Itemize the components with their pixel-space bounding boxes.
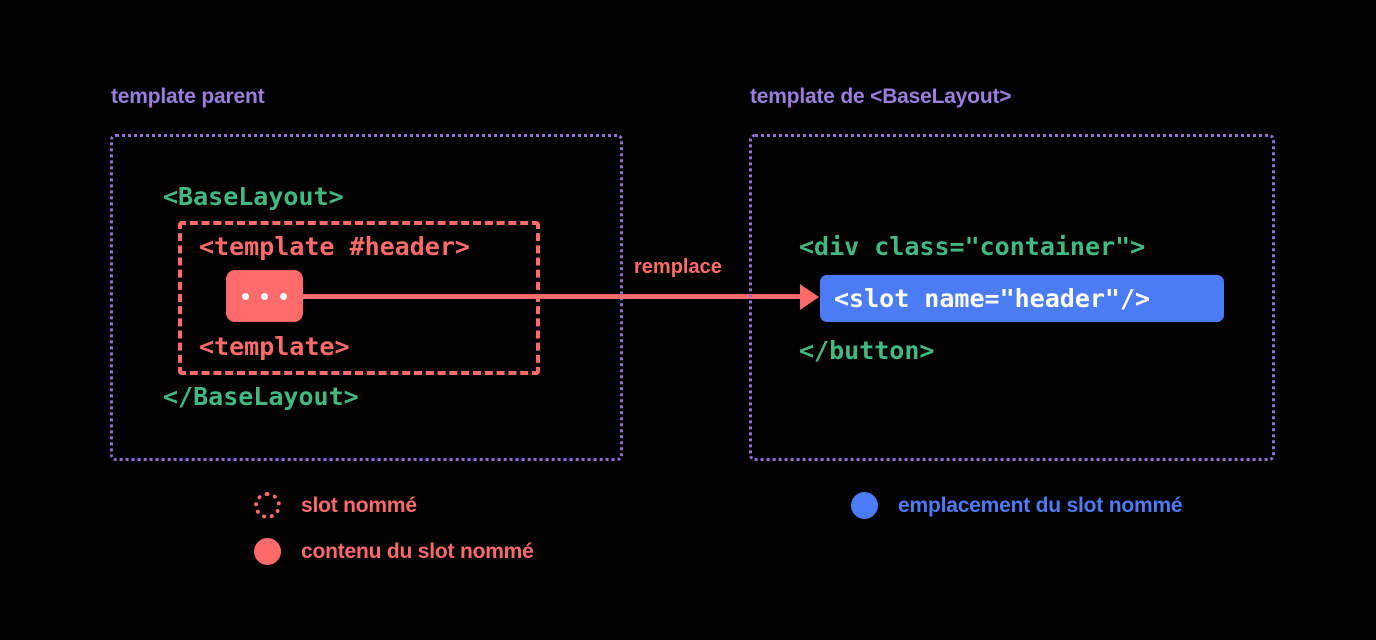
ellipsis-dot-icon	[280, 292, 287, 300]
code-template-close-tag: <template>	[199, 332, 350, 361]
baselayout-template-panel	[749, 134, 1275, 461]
legend-label-named-slot-content: contenu du slot nommé	[301, 539, 534, 563]
code-baselayout-open-tag: <BaseLayout>	[163, 182, 344, 211]
named-slot-content-chip	[226, 270, 303, 322]
filled-circle-icon	[254, 538, 281, 565]
legend-item-named-slot: slot nommé	[254, 492, 417, 519]
arrow-right-icon	[800, 284, 819, 310]
code-baselayout-close-tag: </BaseLayout>	[163, 382, 359, 411]
dotted-circle-icon	[254, 492, 281, 519]
right-panel-title: template de <BaseLayout>	[750, 85, 1012, 108]
code-button-close-tag: </button>	[799, 336, 935, 365]
legend-item-named-slot-content: contenu du slot nommé	[254, 538, 534, 565]
ellipsis-dot-icon	[242, 292, 249, 300]
ellipsis-dot-icon	[261, 292, 268, 300]
code-div-container-open-tag: <div class="container">	[799, 232, 1146, 261]
left-panel-title: template parent	[111, 85, 265, 108]
legend-label-named-slot: slot nommé	[301, 493, 417, 517]
replace-arrow-line	[302, 294, 807, 299]
code-template-header-open-tag: <template #header>	[199, 232, 470, 261]
filled-circle-icon	[851, 492, 878, 519]
slot-placement-highlight	[820, 275, 1224, 322]
legend-item-slot-placement: emplacement du slot nommé	[851, 492, 1183, 519]
code-slot-tag: <slot name="header"/>	[834, 284, 1151, 313]
replace-label: remplace	[631, 256, 725, 279]
legend-label-slot-placement: emplacement du slot nommé	[898, 493, 1183, 517]
